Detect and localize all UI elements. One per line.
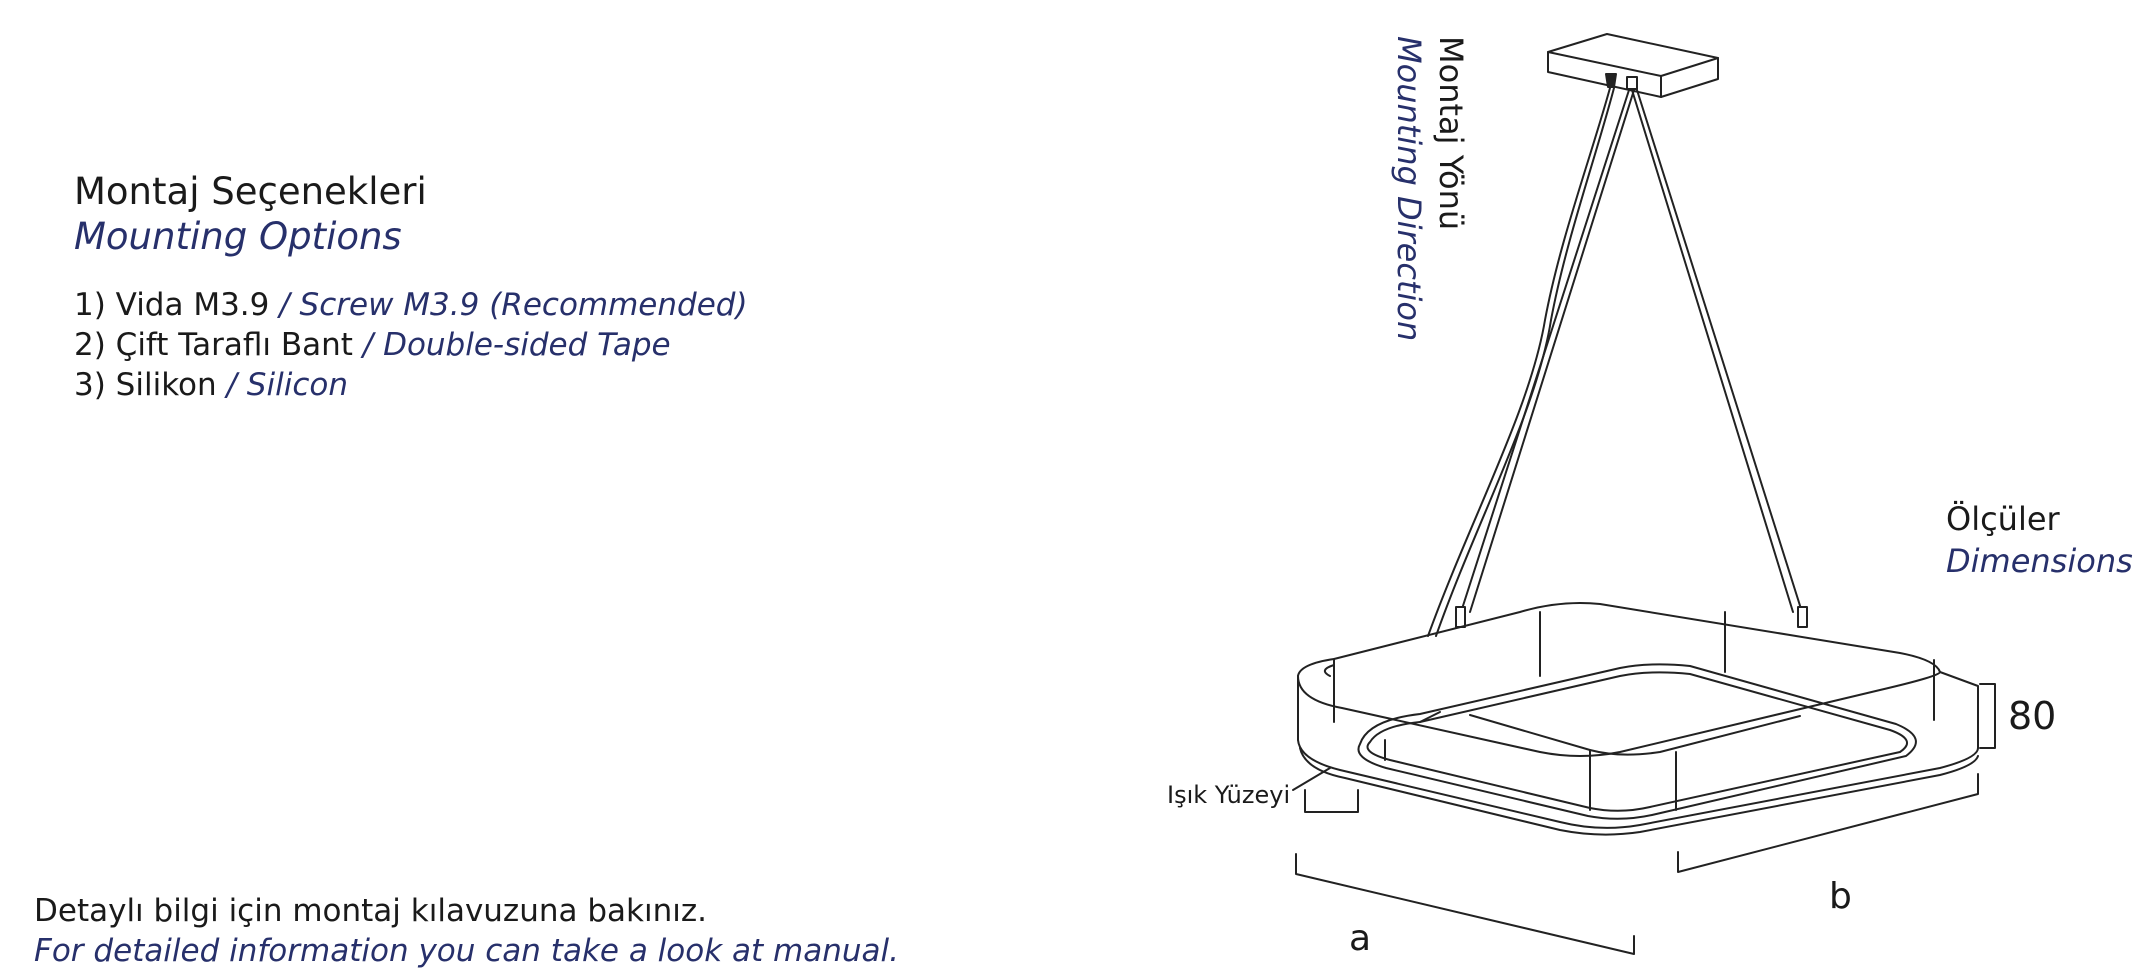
mounting-options-title-tr: Montaj Seçenekleri	[74, 170, 427, 213]
height-dimension-bracket	[1979, 683, 1996, 749]
option-2-tr: 2) Çift Taraflı Bant	[74, 327, 353, 363]
cable-gland-left	[1605, 73, 1617, 88]
option-2-en: / Double-sided Tape	[352, 327, 671, 363]
dimensions-title-tr: Ölçüler	[1946, 500, 2060, 538]
depth-dimension-bracket	[1677, 773, 1979, 873]
depth-dimension-label: b	[1829, 876, 1852, 917]
wire-sleeve-right	[1797, 606, 1808, 628]
power-cable	[1427, 87, 1615, 637]
manual-note-en: For detailed information you can take a …	[34, 933, 899, 969]
dimensions-title-en: Dimensions	[1946, 542, 2133, 580]
suspension-wires	[1460, 89, 1803, 613]
option-3-tr: 3) Silikon	[74, 367, 217, 403]
ceiling-canopy	[1547, 33, 1719, 98]
light-surface-label: Işık Yüzeyi	[1167, 781, 1291, 809]
mounting-direction-tr: Montaj Yönü	[1432, 36, 1470, 231]
light-surface-leader	[1292, 767, 1331, 791]
light-surface-bracket	[1304, 789, 1359, 813]
mounting-direction-en: Mounting Direction	[1390, 36, 1428, 342]
mounting-options-title-en: Mounting Options	[74, 215, 402, 258]
wire-sleeve-left	[1455, 606, 1466, 628]
option-3-en: / Silicon	[216, 367, 348, 403]
width-dimension-bracket	[1295, 853, 1635, 955]
mounting-option-2: 2) Çift Taraflı Bant / Double-sided Tape	[74, 327, 671, 363]
mounting-option-3: 3) Silikon / Silicon	[74, 367, 348, 403]
manual-note-tr: Detaylı bilgi için montaj kılavuzuna bak…	[34, 893, 707, 929]
mounting-option-1: 1) Vida M3.9 / Screw M3.9 (Recommended)	[74, 287, 748, 323]
cable-gland-right	[1626, 76, 1638, 90]
option-1-tr: 1) Vida M3.9	[74, 287, 270, 323]
height-dimension-label: 80	[2008, 694, 2057, 738]
option-1-en: / Screw M3.9 (Recommended)	[269, 287, 748, 323]
width-dimension-label: a	[1349, 918, 1372, 959]
luminaire-ring	[1297, 602, 1979, 836]
